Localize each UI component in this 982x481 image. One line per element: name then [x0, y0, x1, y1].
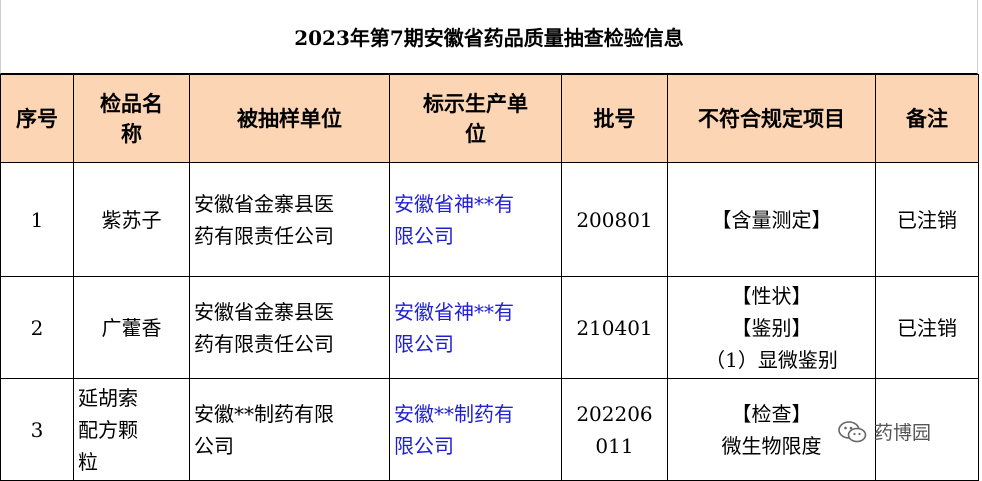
- cell-manufacturer: 安徽**制药有限公司: [389, 378, 562, 481]
- cell-manufacturer: 安徽省神**有限公司: [389, 162, 562, 277]
- inspection-table: 序号 检品名称 被抽样单位 标示生产单位 批号 不符合规定项目 备注 1 紫苏子…: [0, 74, 979, 481]
- cell-product-name: 延胡索配方颗粒: [73, 378, 190, 481]
- cell-seq: 2: [0, 276, 74, 379]
- header-remark: 备注: [875, 74, 979, 163]
- cell-batch: 210401: [561, 276, 668, 379]
- header-row: 序号 检品名称 被抽样单位 标示生产单位 批号 不符合规定项目 备注: [0, 74, 979, 163]
- cell-batch: 200801: [561, 162, 668, 277]
- cell-manufacturer: 安徽省神**有限公司: [389, 276, 562, 379]
- header-batch: 批号: [561, 74, 668, 163]
- cell-remark: 已注销: [875, 162, 979, 277]
- cell-sampled-unit: 安徽省金寨县医药有限责任公司: [189, 276, 390, 379]
- cell-seq: 3: [0, 378, 74, 481]
- header-seq: 序号: [0, 74, 74, 163]
- header-manufacturer: 标示生产单位: [389, 74, 562, 163]
- cell-sampled-unit: 安徽省金寨县医药有限责任公司: [189, 162, 390, 277]
- cell-failed-items: 【含量测定】: [667, 162, 876, 277]
- title-text: 2023年第7期安徽省药品质量抽查检验信息: [294, 26, 684, 50]
- header-failed-items: 不符合规定项目: [667, 74, 876, 163]
- cell-seq: 1: [0, 162, 74, 277]
- cell-failed-items: 【性状】【鉴别】（1）显微鉴别: [667, 276, 876, 379]
- cell-product-name: 广藿香: [73, 276, 190, 379]
- wechat-icon: [838, 420, 867, 442]
- document-title: 2023年第7期安徽省药品质量抽查检验信息: [0, 0, 978, 74]
- cell-product-name: 紫苏子: [73, 162, 190, 277]
- watermark-text: 药博园: [874, 422, 932, 444]
- cell-failed-items: 【检查】微生物限度: [667, 378, 876, 481]
- cell-sampled-unit: 安徽**制药有限公司: [189, 378, 390, 481]
- table-row: 2 广藿香 安徽省金寨县医药有限责任公司 安徽省神**有限公司 210401 【…: [0, 276, 979, 379]
- header-sampled-unit: 被抽样单位: [189, 74, 390, 163]
- header-product-name: 检品名称: [73, 74, 190, 163]
- table-row: 1 紫苏子 安徽省金寨县医药有限责任公司 安徽省神**有限公司 200801 【…: [0, 162, 979, 277]
- watermark: 药博园: [838, 418, 931, 445]
- cell-remark: 已注销: [875, 276, 979, 379]
